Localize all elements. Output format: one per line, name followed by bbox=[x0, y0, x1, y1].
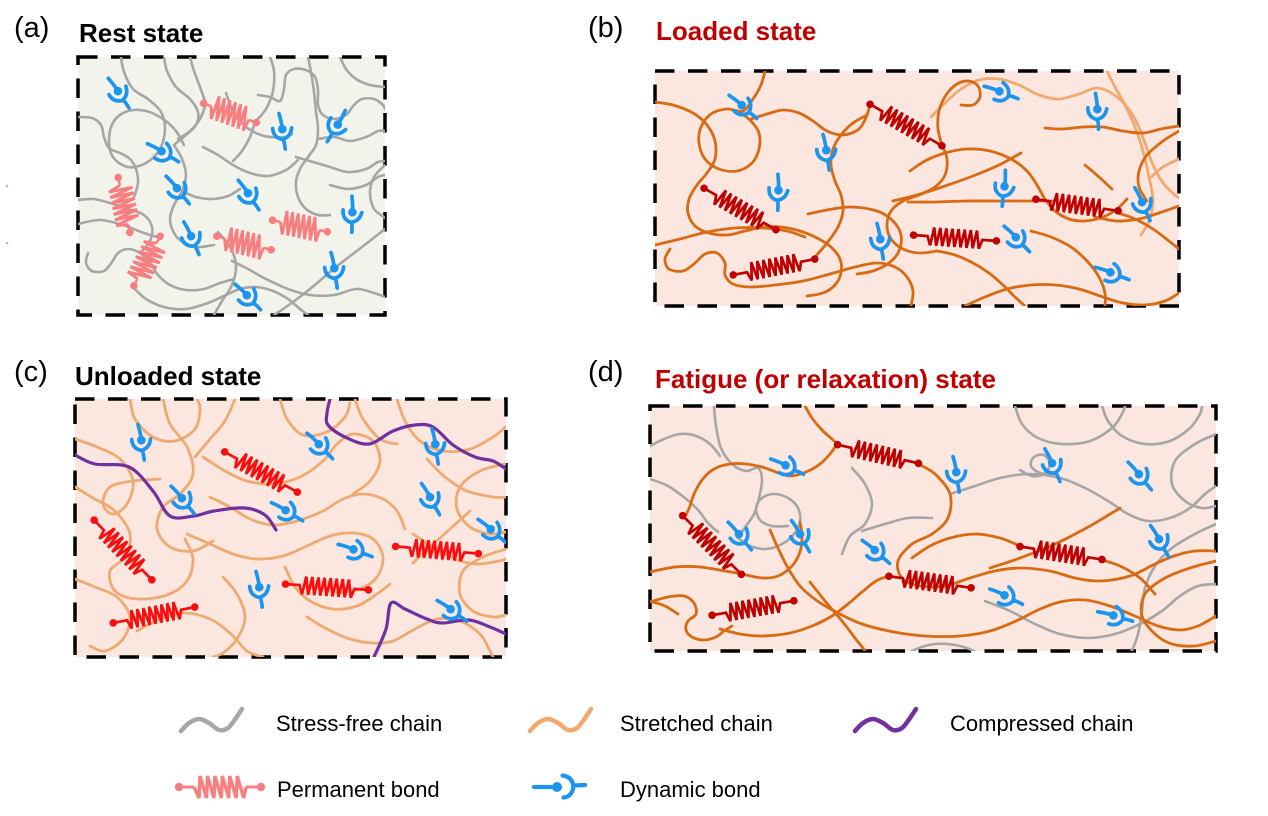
svg-text:Stretched chain: Stretched chain bbox=[620, 711, 773, 736]
svg-text:Dynamic bond: Dynamic bond bbox=[620, 777, 761, 802]
svg-text:Permanent bond: Permanent bond bbox=[277, 777, 440, 802]
svg-text:Rest state: Rest state bbox=[79, 18, 203, 48]
svg-text:(d): (d) bbox=[588, 356, 623, 388]
svg-text:Compressed chain: Compressed chain bbox=[950, 711, 1133, 736]
svg-text:(c): (c) bbox=[14, 356, 48, 388]
svg-text:Loaded state: Loaded state bbox=[656, 16, 816, 46]
svg-text:(a): (a) bbox=[14, 12, 49, 44]
svg-text:(b): (b) bbox=[588, 12, 623, 44]
svg-text:Stress-free chain: Stress-free chain bbox=[276, 711, 442, 736]
svg-text:Fatigue (or relaxation) state: Fatigue (or relaxation) state bbox=[655, 364, 996, 394]
svg-text:Unloaded state: Unloaded state bbox=[75, 361, 261, 391]
